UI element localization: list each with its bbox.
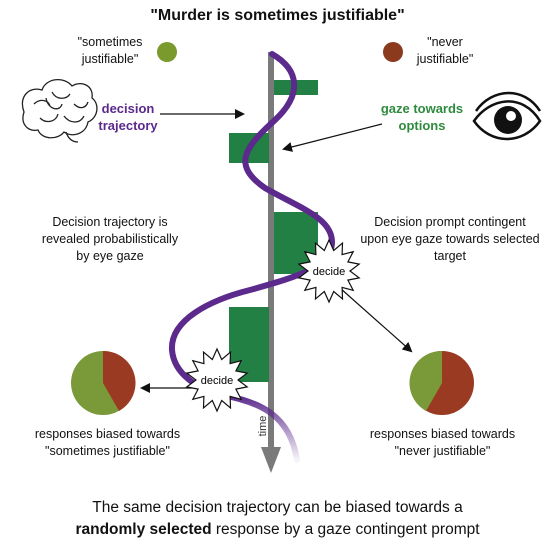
scale-label-right: "never justifiable" bbox=[416, 35, 474, 66]
arrow-to-gaze-bars bbox=[282, 123, 383, 152]
pie-left-slice-never bbox=[103, 350, 136, 411]
right-annotation: Decision prompt contingent upon eye gaze… bbox=[360, 215, 540, 263]
gaze-towards-options-label: gaze towards options bbox=[380, 101, 464, 133]
decide-label-right: decide bbox=[313, 266, 345, 278]
right-result-caption: responses biased towards "never justifia… bbox=[369, 427, 516, 458]
brain-icon bbox=[21, 79, 98, 143]
decide-starburst-right bbox=[297, 238, 361, 304]
decision-trajectory bbox=[168, 51, 336, 398]
decision-trajectory-label: decision trajectory bbox=[98, 101, 158, 133]
arrow-to-right-pie bbox=[339, 287, 413, 353]
decide-label-left: decide bbox=[201, 375, 233, 387]
pie-left bbox=[71, 350, 136, 415]
footer-line-2: randomly selected response by a gaze con… bbox=[0, 519, 555, 541]
scale-label-left: "sometimes justifiable" bbox=[77, 35, 143, 66]
left-annotation: Decision trajectory is revealed probabil… bbox=[41, 215, 179, 263]
pie-right bbox=[409, 350, 474, 415]
footer-emphasis: randomly selected bbox=[75, 521, 212, 538]
left-result-caption: responses biased towards "sometimes just… bbox=[34, 427, 181, 458]
scale-endpoint-right bbox=[383, 42, 403, 62]
page-title: "Murder is sometimes justifiable" bbox=[150, 7, 405, 24]
eye-icon bbox=[472, 91, 542, 141]
scale-endpoint-left bbox=[157, 42, 177, 62]
pie-right-slice-sometimes bbox=[409, 350, 442, 411]
footer-caption: The same decision trajectory can be bias… bbox=[0, 497, 555, 541]
decide-starburst-left bbox=[185, 347, 249, 413]
footer-line-1: The same decision trajectory can be bias… bbox=[92, 499, 463, 516]
time-axis-arrowhead bbox=[261, 447, 281, 473]
footer-line-2-rest: response by a gaze contingent prompt bbox=[211, 521, 480, 538]
time-axis-label: time bbox=[257, 416, 269, 437]
